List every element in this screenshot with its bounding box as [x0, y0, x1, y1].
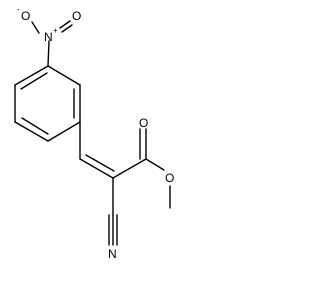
ring-inner-double-3	[20, 72, 48, 90]
charge-minus: -	[17, 5, 20, 14]
bond-n-to-o-double-b	[61, 24, 73, 33]
atom-n-nitro: N	[44, 30, 53, 44]
atom-o-double: O	[72, 9, 81, 23]
bond-ch-to-c-b	[85, 154, 115, 172]
ring-bond-6	[14, 65, 49, 86]
bond-ch-to-c-a	[79, 158, 114, 179]
molecule-diagram: O - N + O O O N	[14, 5, 174, 261]
bond-o-minus-to-n	[31, 21, 40, 34]
ring-bond-4	[14, 121, 49, 142]
bond-n-to-ring	[47, 40, 50, 67]
bond-ester-c-to-o	[145, 158, 165, 171]
structure-canvas: O - N + O O O N	[14, 5, 174, 261]
atom-n-nitrile: N	[108, 247, 117, 261]
bond-n-to-o-double-a	[59, 20, 71, 29]
atom-o-ester: O	[165, 171, 174, 185]
charge-plus: +	[53, 26, 58, 35]
ring-inner-double-2	[21, 117, 49, 135]
ring-bond-3	[47, 121, 81, 142]
atom-o-minus: O	[21, 9, 30, 23]
ring-bond-1	[47, 65, 81, 86]
bond-c-to-ester-c	[112, 158, 147, 179]
atom-o-carbonyl: O	[139, 116, 148, 130]
